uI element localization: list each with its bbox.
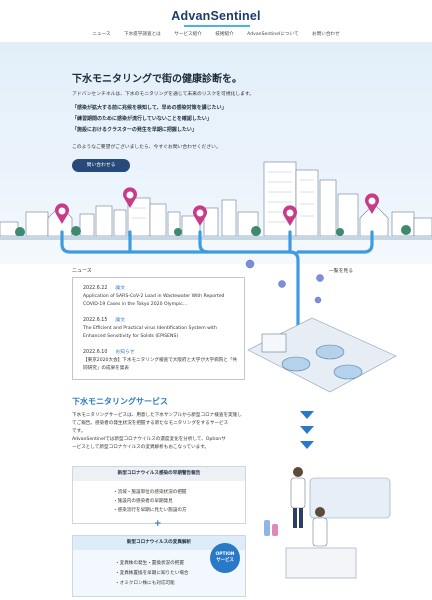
news-date: 2022.6.22 [83,286,108,291]
building-windows [132,171,314,223]
variant-analysis-item: ・変異株の発生・置換状況の把握 [115,561,184,566]
variant-analysis-heading: 新型コロナウイルスの変異解析 [73,536,245,550]
news-item[interactable]: 2022.6.10 お知らせ [83,348,135,355]
news-list: 2022.6.22 論文 Application of SARS-CoV-2 Lo… [72,277,245,380]
service-description: てご報告。感染者の発生状況を把握する新たなモニタリングをするサービス [72,421,229,426]
early-warning-item: ・施設内の感染者の早期発見 [113,499,173,504]
flow-arrow-icon [300,426,314,434]
news-heading: ニュース [72,268,92,274]
news-tag: 論文 [115,318,126,323]
hero-question: 「感染が拡大する前に兆候を検知して、早めの感染対策を講じたい」 [72,105,227,111]
logo-underline [184,25,250,27]
news-title[interactable]: 【東京2020大会】下水モニタリング検査で大阪府と大学が大学病院と「共同研究」の… [83,358,238,371]
early-warning-heading: 新型コロナウイルス感染の早期警告報告 [73,467,245,481]
early-warning-item: ・流域・施設単位の感染状況の把握 [113,490,187,495]
location-pins [55,187,379,226]
inquiry-button[interactable]: 問い合わせる [72,159,130,172]
hero-cta-text: このようなご要望がございましたら、今すぐお問い合わせください。 [72,145,221,150]
service-description: です。 [72,429,86,434]
main-nav: ニュース 下水疫学調査とは サービス紹介 技術紹介 AdvanSentinelに… [0,31,432,37]
ground [0,236,432,240]
plus-icon: + [154,519,162,529]
option-service-badge: OPTION サービス [210,543,240,573]
lab-illustration [264,467,391,579]
hero-question: 「練習期間のために感染が流行していないことを確認したい」 [72,116,212,122]
early-warning-item: ・感染流行を早期に見たい施設の方 [113,508,187,513]
news-title[interactable]: The Efficient and Practical virus Identi… [83,326,217,339]
nav-item-contact[interactable]: お問い合わせ [312,32,340,37]
nav-item-about-company[interactable]: AdvanSentinelについて [247,32,299,37]
service-description: AdvanSentinelでは新型コロナウイルスの濃度変化を分析して、Optio… [72,437,226,442]
virus-icons [245,259,324,304]
news-item[interactable]: 2022.6.22 論文 [83,284,125,291]
news-item[interactable]: 2022.6.15 論文 [83,316,125,323]
news-date: 2022.6.10 [83,350,108,355]
news-date: 2022.6.15 [83,318,108,323]
site-logo[interactable]: AdvanSentinel [171,9,261,23]
nav-item-technology[interactable]: 技術紹介 [215,32,234,37]
treatment-plant [247,317,397,393]
hero-question: 「施設におけるクラスターの発生を早期に把握したい」 [72,127,197,133]
news-more-link[interactable]: 一覧を見る [329,269,353,274]
nav-item-news[interactable]: ニュース [92,32,111,37]
nav-item-service[interactable]: サービス紹介 [174,32,202,37]
news-tag: 論文 [115,286,126,291]
sewer-pipes [60,230,374,332]
variant-analysis-item: ・変異株置換を早期に知りたい場合 [115,571,189,576]
flow-arrow-icon [300,441,314,449]
early-warning-box: 新型コロナウイルス感染の早期警告報告 ・流域・施設単位の感染状況の把握 ・施設内… [72,466,246,524]
news-tag: お知らせ [115,350,135,355]
trees [15,225,411,237]
city-sewer-illustration [0,161,432,579]
news-title[interactable]: Application of SARS-CoV-2 Load in Wastew… [83,294,225,307]
service-description: ービスとして新型コロナウイルスの変異解析もおこなっています。 [72,445,209,450]
option-badge-line: OPTION [215,552,235,557]
site-header: AdvanSentinel ニュース 下水疫学調査とは サービス紹介 技術紹介 … [0,0,432,42]
flow-arrow-icon [300,411,314,419]
service-title: 下水モニタリングサービス [72,397,168,406]
hero-title: 下水モニタリングで街の健康診断を。 [72,74,242,85]
service-description: 下水モニタリングサービスは、用意した下水サンプルから新型コロナ検査を実施し [72,413,242,418]
hero-intro: アドバンセンチネルは、下水のモニタリングを通じて未来のリスクを可視化します。 [72,92,255,97]
option-badge-line: サービス [216,558,234,563]
variant-analysis-item: ・オミクロン株にも対応可能 [115,581,175,586]
nav-item-about-wbe[interactable]: 下水疫学調査とは [124,32,161,37]
